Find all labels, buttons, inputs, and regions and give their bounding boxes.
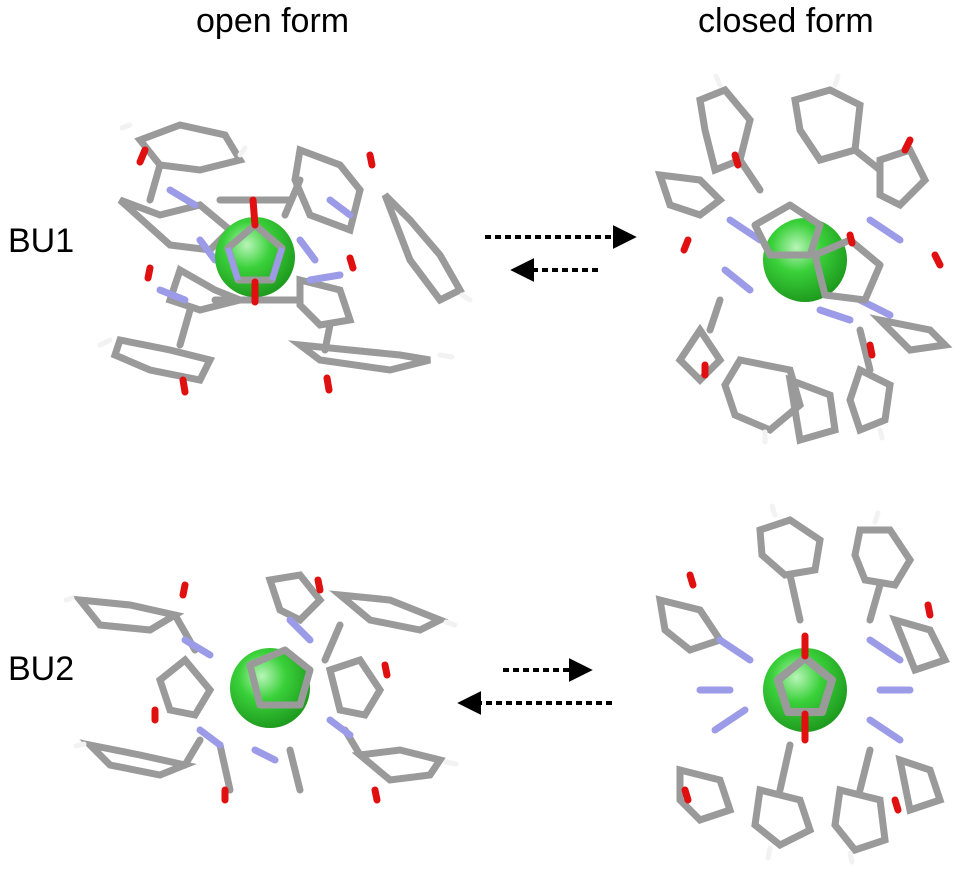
bu1-open-molecule xyxy=(97,121,473,396)
closed-form-header: closed form xyxy=(698,2,874,40)
row-label-bu1: BU1 xyxy=(8,222,75,260)
bu2-open-molecule xyxy=(63,571,459,804)
row-label-bu2: BU2 xyxy=(8,650,75,688)
bu2-closed-molecule xyxy=(655,503,950,865)
open-form-header: open form xyxy=(196,2,350,40)
bu1-closed-molecule xyxy=(654,73,953,445)
